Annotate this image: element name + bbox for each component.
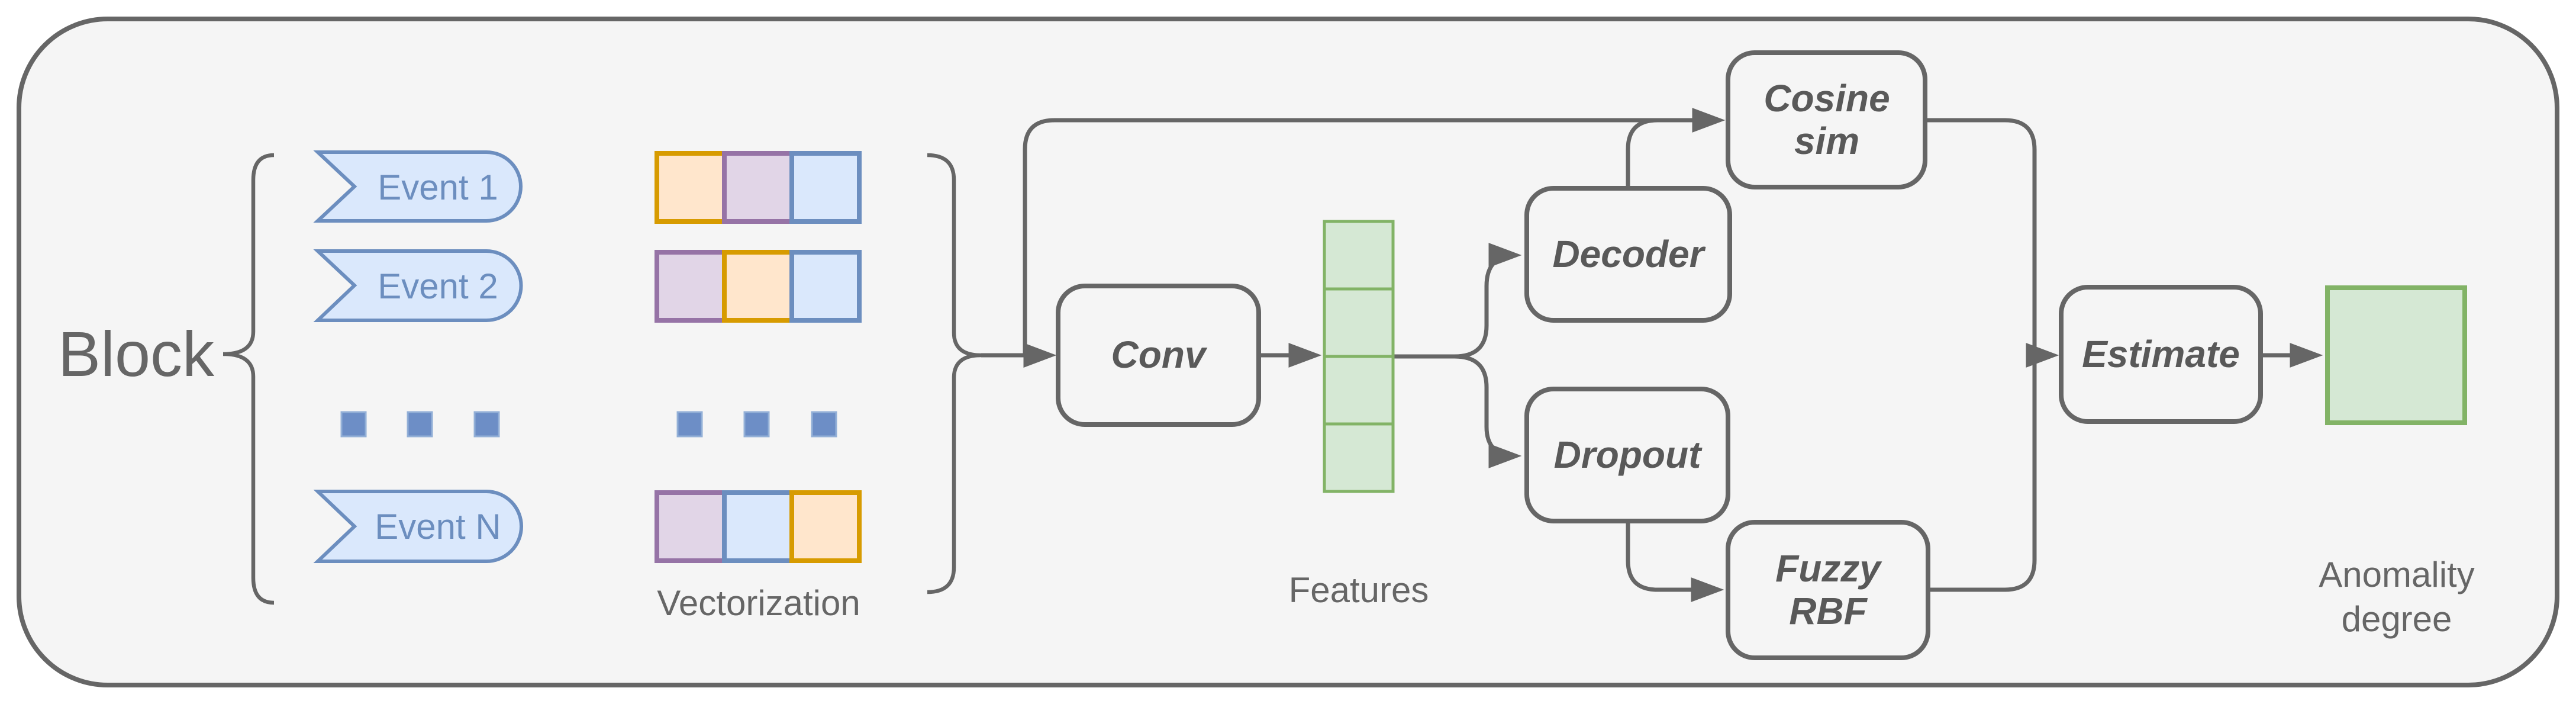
vector-cell-blue bbox=[722, 490, 794, 563]
vectors-ellipsis bbox=[676, 411, 837, 438]
vector-row-1 bbox=[655, 151, 862, 224]
conv-box bbox=[1056, 284, 1261, 427]
block-label: Block bbox=[57, 317, 215, 390]
features-stack bbox=[1323, 220, 1395, 493]
vector-row-2 bbox=[655, 250, 862, 323]
vector-cell-orange bbox=[789, 490, 862, 563]
vector-row-n bbox=[655, 490, 862, 563]
connector-fuzzy-rbf-to-merge bbox=[1928, 355, 2037, 592]
feature-cell bbox=[1323, 220, 1395, 291]
conv-label: Conv bbox=[1111, 333, 1206, 377]
event-n-label: Event N bbox=[375, 506, 501, 547]
ellipsis-dot bbox=[743, 411, 770, 438]
fuzzy-rbf-label: Fuzzy RBF bbox=[1775, 547, 1881, 632]
ellipsis-dot bbox=[676, 411, 703, 438]
block-left-brace bbox=[223, 153, 275, 605]
dropout-box bbox=[1524, 387, 1730, 523]
feature-cell bbox=[1323, 287, 1395, 358]
ellipsis-dot bbox=[340, 411, 367, 438]
features-label: Features bbox=[1288, 570, 1429, 610]
anomality-degree-label: Anomality degree bbox=[2319, 555, 2475, 639]
connector-decoder-to-cosine-sim bbox=[1626, 118, 1678, 188]
estimate-box bbox=[2059, 285, 2263, 424]
feature-cell bbox=[1323, 422, 1395, 493]
events-ellipsis bbox=[340, 411, 500, 438]
estimate-label: Estimate bbox=[2082, 332, 2240, 375]
anomality-square bbox=[2325, 285, 2467, 425]
cosine-sim-label: Cosine sim bbox=[1763, 76, 1890, 162]
vector-cell-blue bbox=[789, 151, 862, 224]
vector-cell-orange bbox=[655, 151, 727, 224]
connector-features-to-dropout bbox=[1454, 354, 1522, 468]
vector-cell-purple bbox=[655, 490, 727, 563]
connector-features-to-decoder bbox=[1393, 243, 1522, 359]
event-n-shape bbox=[313, 490, 523, 563]
vector-cell-purple bbox=[655, 250, 727, 323]
event-2-label: Event 2 bbox=[378, 266, 498, 306]
cosine-sim-box bbox=[1726, 50, 1927, 189]
connector-bypass-to-cosine-sim bbox=[1023, 108, 1726, 355]
event-1-label: Event 1 bbox=[378, 167, 498, 207]
vector-cell-purple bbox=[722, 151, 794, 224]
decoder-label: Decoder bbox=[1552, 232, 1704, 275]
event-2-shape bbox=[313, 249, 523, 322]
ellipsis-dot bbox=[407, 411, 433, 438]
ellipsis-dot bbox=[811, 411, 837, 438]
vectorization-label: Vectorization bbox=[657, 583, 860, 623]
event-1-shape bbox=[313, 150, 523, 223]
connector-cosine-sim-to-merge bbox=[1925, 118, 2037, 355]
dropout-label: Dropout bbox=[1553, 433, 1701, 476]
connector-dropout-to-fuzzy-rbf bbox=[1626, 521, 1724, 602]
ellipsis-dot bbox=[473, 411, 500, 438]
fuzzy-rbf-box bbox=[1726, 520, 1930, 660]
container-panel bbox=[17, 17, 2559, 687]
feature-cell bbox=[1323, 355, 1395, 426]
vector-cell-blue bbox=[789, 250, 862, 323]
decoder-box bbox=[1524, 186, 1732, 323]
vector-cell-orange bbox=[722, 250, 794, 323]
